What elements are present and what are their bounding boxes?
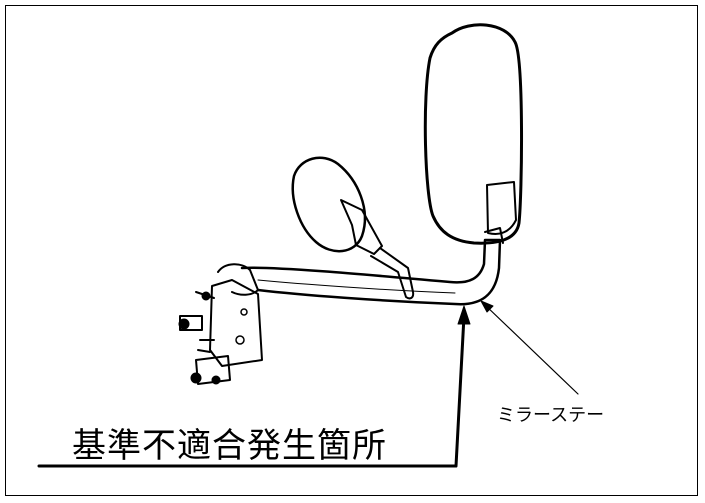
figure-frame	[5, 5, 698, 496]
failure-location-label: 基準不適合発生箇所	[72, 426, 387, 466]
failure-leader-line	[37, 305, 471, 468]
mirror-stay-label: ミラーステー	[497, 405, 605, 426]
main-mirror-icon	[423, 23, 524, 245]
under-mirror-icon	[291, 156, 415, 300]
mounting-bracket-icon	[178, 279, 263, 385]
part-leader-line	[480, 300, 579, 395]
mirror-stay-icon	[217, 238, 502, 306]
